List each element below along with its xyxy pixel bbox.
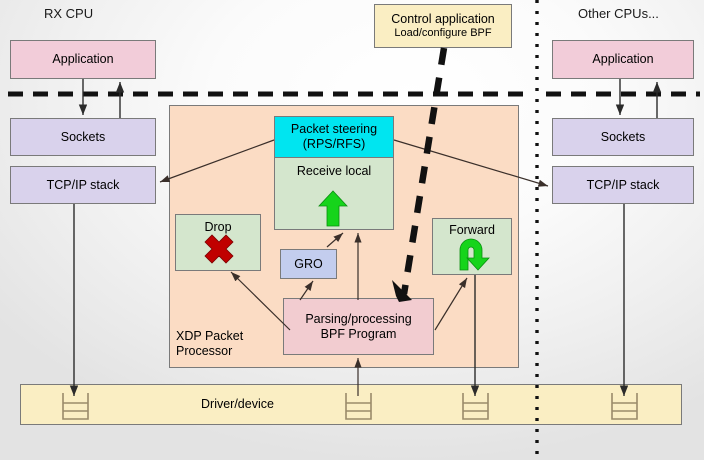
- rx-cpu-title: RX CPU: [44, 6, 94, 21]
- right-tcpip-box[interactable]: TCP/IP stack: [552, 166, 694, 204]
- receive-local-label: Receive local: [296, 164, 372, 178]
- receive-local-box[interactable]: Receive local: [274, 157, 394, 230]
- packet-steering-box[interactable]: Packet steering (RPS/RFS): [274, 116, 394, 158]
- forward-box[interactable]: Forward: [432, 218, 512, 275]
- left-sockets-box[interactable]: Sockets: [10, 118, 156, 156]
- driver-device-bar[interactable]: Driver/device: [20, 384, 682, 425]
- bpf-program-line1: Parsing/processing: [305, 311, 412, 326]
- xdp-label-line2: Processor: [176, 344, 233, 358]
- packet-steering-line2: (RPS/RFS): [302, 137, 366, 151]
- xdp-container-label: XDP Packet Processor: [176, 329, 243, 359]
- control-application-box[interactable]: Control application Load/configure BPF: [374, 4, 512, 48]
- bpf-program-box[interactable]: Parsing/processing BPF Program: [283, 298, 434, 355]
- drop-label: Drop: [204, 220, 232, 234]
- drop-box[interactable]: Drop: [175, 214, 261, 271]
- left-application-box[interactable]: Application: [10, 40, 156, 79]
- left-tcpip-box[interactable]: TCP/IP stack: [10, 166, 156, 204]
- right-sockets-box[interactable]: Sockets: [552, 118, 694, 156]
- gro-box[interactable]: GRO: [280, 249, 337, 279]
- packet-steering-line1: Packet steering: [290, 122, 378, 137]
- other-cpus-title: Other CPUs...: [578, 6, 659, 21]
- bpf-program-line2: BPF Program: [320, 326, 397, 341]
- driver-device-label: Driver/device: [201, 397, 274, 412]
- control-application-title: Control application: [391, 12, 495, 27]
- right-application-box[interactable]: Application: [552, 40, 694, 79]
- xdp-label-line1: XDP Packet: [176, 329, 244, 343]
- forward-label: Forward: [449, 223, 495, 237]
- control-application-subtitle: Load/configure BPF: [394, 26, 492, 39]
